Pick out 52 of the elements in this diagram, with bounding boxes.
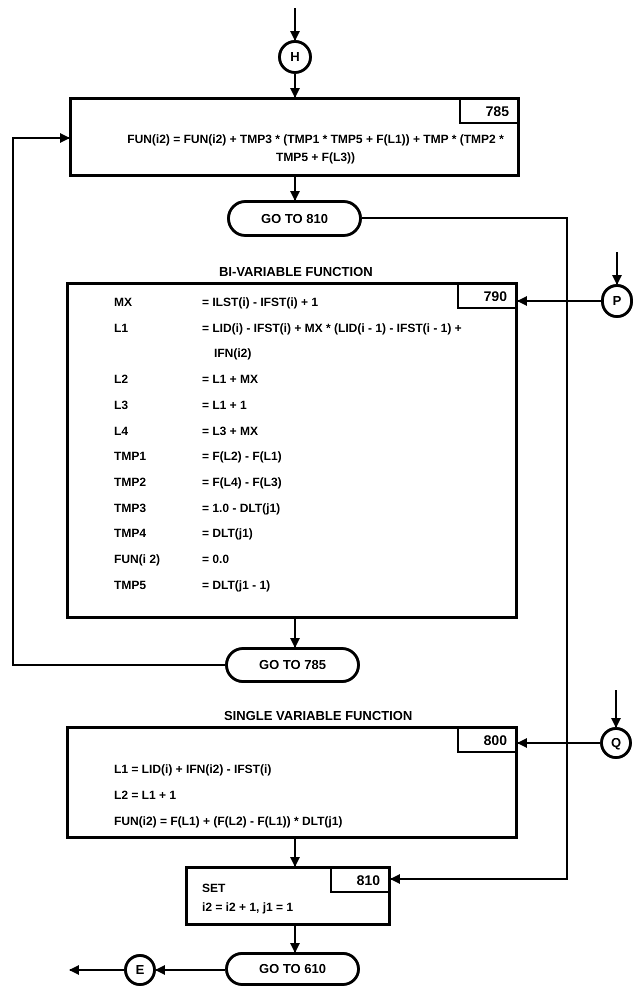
variable-name: L4	[114, 422, 130, 440]
formula-text: SET	[202, 880, 226, 897]
arrow	[12, 133, 225, 666]
variable-name: L3	[114, 396, 130, 414]
terminal-box: GO TO 610	[225, 952, 360, 986]
formula-text: FUN(i2) = FUN(i2) + TMP3 * (TMP1 * TMP5 + F(L1)) + TMP * (TMP2 * TMP5 + F(L3))	[127, 132, 504, 164]
arrow	[290, 926, 300, 953]
step-number: 785	[459, 100, 517, 124]
arrow	[612, 252, 622, 285]
box-heading: BI-VARIABLE FUNCTION	[219, 263, 373, 281]
formula-text: L1 = LID(i) + IFN(i2) - IFST(i)	[114, 761, 272, 778]
variable-name: TMP2	[114, 474, 148, 491]
formula-text: = DLT(j1 - 1)	[202, 576, 272, 594]
terminal-box: GO TO 810	[227, 200, 362, 237]
arrow	[517, 296, 601, 306]
step-number: 800	[457, 729, 515, 753]
arrow	[290, 8, 300, 41]
arrow	[69, 965, 124, 975]
terminal-box: GO TO 785	[225, 647, 360, 683]
process-box	[185, 866, 391, 926]
formula-text: = F(L2) - F(L1)	[202, 448, 283, 466]
formula-text: FUN(i2) = F(L1) + (F(L2) - F(L1)) * DLT(j1)	[114, 813, 342, 830]
variable-name: FUN(i 2)	[114, 551, 161, 568]
formula-text: = DLT(j1)	[202, 525, 254, 542]
box-heading: SINGLE VARIABLE FUNCTION	[224, 707, 412, 725]
process-box	[69, 97, 520, 177]
arrow	[290, 619, 300, 648]
formula-text: = L1 + MX	[202, 371, 260, 388]
formula-text: L2 = L1 + 1	[114, 787, 178, 804]
arrow	[611, 690, 621, 728]
variable-name: L2	[114, 371, 130, 388]
arrow	[517, 738, 600, 748]
variable-name: TMP5	[114, 576, 148, 594]
variable-name: TMP1	[114, 448, 148, 466]
arrow	[362, 217, 568, 884]
formula-text: = LID(i) - IFST(i) + MX * (LID(i - 1) - IFST(i - 1) + IFN(i2)	[202, 320, 463, 362]
arrow	[290, 74, 300, 98]
formula-text: = 1.0 - DLT(j1)	[202, 500, 282, 517]
formula-text: i2 = i2 + 1, j1 = 1	[202, 899, 294, 916]
variable-name: L1	[114, 320, 130, 337]
variable-name: TMP3	[114, 500, 148, 517]
step-number: 790	[457, 285, 515, 309]
arrow	[290, 177, 300, 201]
arrow	[155, 965, 225, 975]
arrow	[290, 839, 300, 867]
formula-text: = L3 + MX	[202, 422, 260, 440]
step-number: 810	[330, 869, 388, 893]
variable-name: MX	[114, 294, 133, 311]
formula-text: = L1 + 1	[202, 396, 248, 414]
formula-text: = 0.0	[202, 551, 230, 568]
formula-text: = F(L4) - F(L3)	[202, 474, 283, 491]
variable-name: TMP4	[114, 525, 148, 542]
